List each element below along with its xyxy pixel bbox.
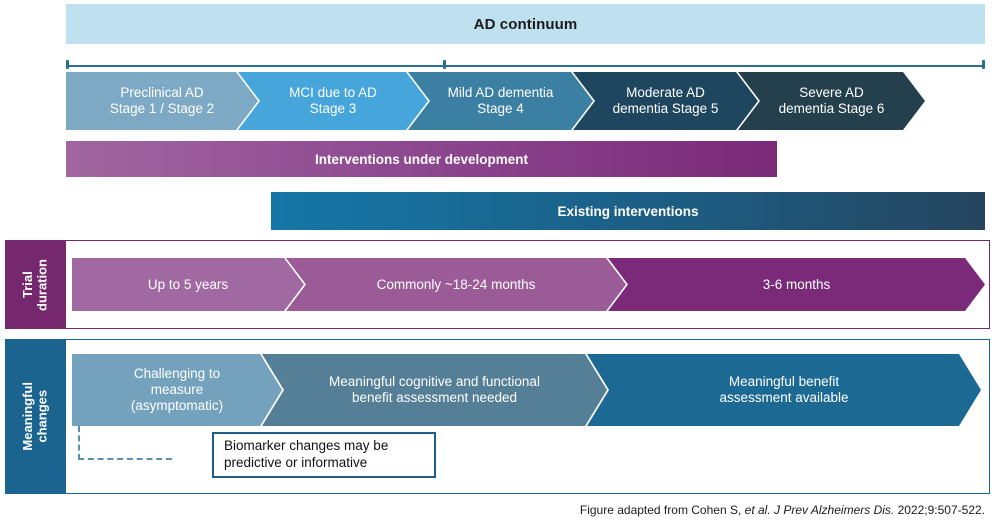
ad-stage-5: Severe AD dementia Stage 6 [738, 72, 925, 130]
citation-journal: et al. J Prev Alzheimers Dis. [744, 503, 895, 517]
bracket-tick-middle [443, 60, 446, 69]
biomarker-connector-vertical [78, 426, 80, 460]
existing-interventions-label: Existing interventions [557, 203, 699, 219]
meaningful-changes-row-body: Challenging to measure (asymptomatic) Mea… [66, 340, 989, 493]
interventions-under-development-label: Interventions under development [314, 151, 529, 167]
trial-duration-segment-3-label: 3-6 months [762, 276, 831, 292]
interventions-under-development-bar: Interventions under development [66, 141, 777, 177]
ad-stage-3-label: Mild AD dementia Stage 4 [447, 85, 554, 116]
biomarker-callout-text: Biomarker changes may be predictive or i… [224, 438, 389, 470]
meaningful-changes-segment-2: Meaningful cognitive and functional bene… [262, 354, 607, 426]
meaningful-changes-chevron-row: Challenging to measure (asymptomatic) Mea… [72, 354, 985, 426]
ad-stage-4: Moderate AD dementia Stage 5 [573, 72, 758, 130]
meaningful-changes-segment-2-label: Meaningful cognitive and functional bene… [329, 374, 540, 405]
ad-stage-4-label: Moderate AD dementia Stage 5 [612, 85, 719, 116]
trial-duration-segment-1-label: Up to 5 years [147, 276, 229, 292]
stage-range-bracket [66, 57, 985, 71]
biomarker-connector-horizontal [78, 458, 172, 460]
meaningful-changes-segment-3: Meaningful benefit assessment available [587, 354, 981, 426]
meaningful-changes-row-label-text: Meaningful changes [20, 382, 50, 451]
bracket-line [66, 65, 985, 67]
meaningful-changes-segment-1: Challenging to measure (asymptomatic) [72, 354, 282, 426]
ad-continuum-banner: AD continuum [66, 4, 985, 44]
trial-duration-segment-2: Commonly ~18-24 months [286, 258, 626, 311]
ad-stage-1-label: Preclinical AD Stage 1 / Stage 2 [109, 85, 215, 116]
meaningful-changes-row-label: Meaningful changes [6, 340, 66, 493]
citation-suffix: 2022;9:507-522. [894, 503, 985, 517]
trial-duration-row-label: Trial duration [6, 241, 66, 328]
figure-citation: Figure adapted from Cohen S, et al. J Pr… [0, 503, 985, 517]
trial-duration-row-label-text: Trial duration [20, 258, 50, 311]
ad-stage-chevron-row: Preclinical AD Stage 1 / Stage 2 MCI due … [66, 72, 985, 130]
bracket-tick-left [66, 60, 69, 69]
biomarker-callout-box: Biomarker changes may be predictive or i… [212, 432, 436, 478]
ad-continuum-title: AD continuum [473, 15, 578, 33]
trial-duration-segment-1: Up to 5 years [72, 258, 304, 311]
bracket-tick-right [982, 60, 985, 69]
biomarker-dashed-connector [78, 426, 174, 464]
trial-duration-row-body: Up to 5 years Commonly ~18-24 months 3-6 m… [66, 241, 989, 328]
ad-stage-5-label: Severe AD dementia Stage 6 [778, 85, 885, 116]
ad-stage-3: Mild AD dementia Stage 4 [408, 72, 593, 130]
ad-stage-2-label: MCI due to AD Stage 3 [289, 85, 377, 116]
trial-duration-row: Trial duration Up to 5 years Commonly ~18… [5, 240, 990, 329]
existing-interventions-bar: Existing interventions [271, 192, 985, 230]
meaningful-changes-segment-1-label: Challenging to measure (asymptomatic) [130, 366, 224, 413]
meaningful-changes-segment-3-label: Meaningful benefit assessment available [719, 374, 849, 405]
trial-duration-segment-3: 3-6 months [608, 258, 985, 311]
ad-stage-2: MCI due to AD Stage 3 [238, 72, 428, 130]
citation-prefix: Figure adapted from Cohen S, [579, 503, 745, 517]
trial-duration-segment-2-label: Commonly ~18-24 months [376, 276, 536, 292]
meaningful-changes-row: Meaningful changes Challenging to measur… [5, 339, 990, 494]
ad-stage-1: Preclinical AD Stage 1 / Stage 2 [66, 72, 258, 130]
trial-duration-chevron-row: Up to 5 years Commonly ~18-24 months 3-6 m… [72, 258, 985, 311]
